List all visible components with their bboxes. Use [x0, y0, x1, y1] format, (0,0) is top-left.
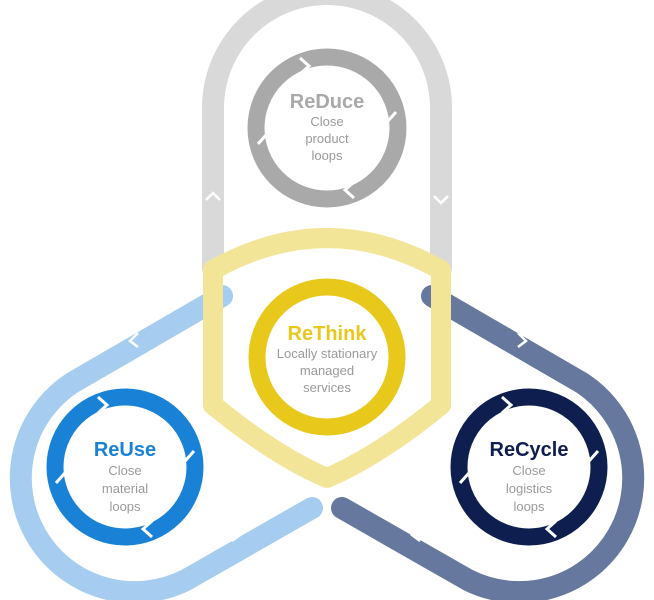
reduce-line-2: product	[305, 131, 349, 146]
node-recycle: ReCycle Close logistics loops	[450, 388, 608, 546]
loops	[9, 0, 645, 600]
arrow-up-icon	[205, 191, 221, 201]
rethink-line-1: Locally stationary	[277, 346, 378, 361]
arrow-right-icon	[231, 527, 242, 542]
arrow-left-icon	[410, 527, 421, 542]
rethink-loop	[203, 228, 451, 488]
recycle-line-3: loops	[513, 499, 545, 514]
recycle-ring-arrows-icon	[458, 395, 600, 539]
rethink-line-3: services	[303, 380, 351, 395]
node-reduce: ReDuce Close product loops	[247, 48, 407, 208]
recycle-line-1: Close	[512, 463, 545, 478]
arrow-right-icon	[517, 332, 528, 348]
reuse-ring-arrows-icon	[54, 395, 196, 539]
arrow-left-icon	[128, 332, 139, 348]
reuse-title: ReUse	[94, 439, 156, 461]
rethink-ring	[248, 278, 406, 436]
reuse-line-3: loops	[109, 499, 141, 514]
recycle-line-2: logistics	[506, 481, 553, 496]
recycle-loop	[331, 285, 645, 600]
reduce-ring	[247, 48, 407, 208]
node-rethink: ReThink Locally stationary managed servi…	[248, 278, 406, 436]
reuse-ring	[46, 388, 204, 546]
rethink-line-2: managed	[300, 363, 354, 378]
reuse-loop	[9, 285, 323, 600]
reduce-line-1: Close	[310, 114, 343, 129]
reuse-line-2: material	[102, 481, 148, 496]
loop-arrows	[128, 191, 528, 542]
reuse-line-1: Close	[108, 463, 141, 478]
node-reuse: ReUse Close material loops	[46, 388, 204, 546]
reduce-ring-arrows-icon	[256, 56, 398, 200]
reduce-line-3: loops	[311, 148, 343, 163]
recycle-title: ReCycle	[490, 439, 569, 461]
arrow-down-icon	[433, 195, 449, 205]
recycle-ring	[450, 388, 608, 546]
rethink-title: ReThink	[288, 323, 368, 345]
reduce-loop	[202, 0, 452, 279]
reduce-title: ReDuce	[290, 91, 364, 113]
